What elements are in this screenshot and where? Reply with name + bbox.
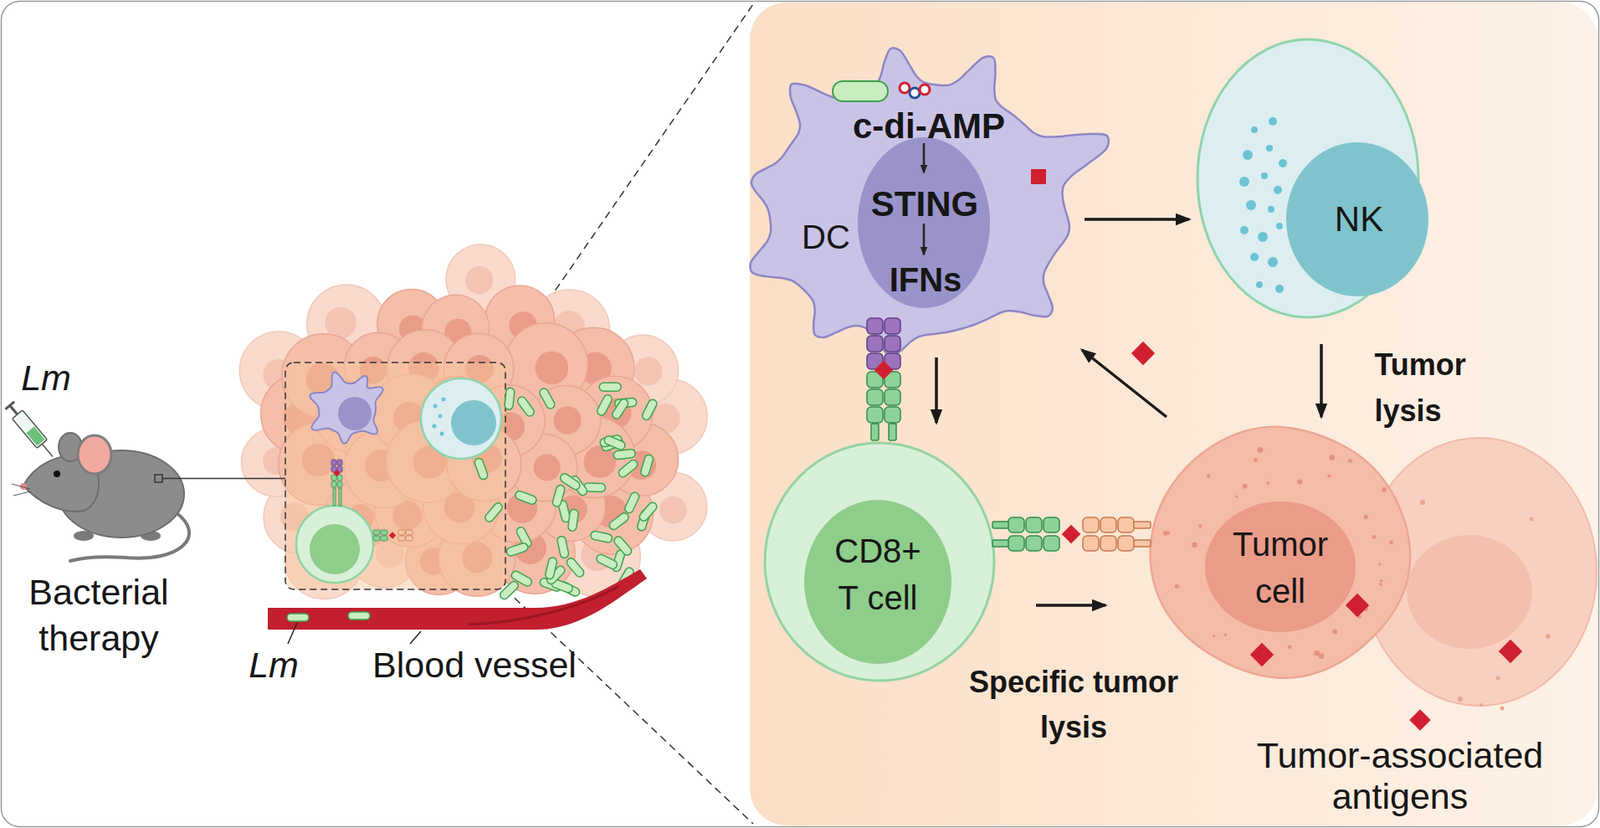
bacterium xyxy=(640,453,655,477)
figure-label: Blood vessel xyxy=(372,644,577,686)
mini-dc-body xyxy=(309,372,383,444)
mouse xyxy=(11,432,286,561)
bacterium xyxy=(538,386,556,411)
cell-label: Tumor cell xyxy=(1221,520,1339,615)
figure-label: Tumor-associated antigens xyxy=(1232,734,1568,817)
mini-dc-nucleus xyxy=(338,396,372,431)
bacteria xyxy=(473,382,659,600)
zoom-panel xyxy=(749,2,1598,826)
nk-cell-outline xyxy=(1197,39,1429,318)
text-anchor: CD8+ T cell xyxy=(825,527,931,621)
cell-label: STING xyxy=(871,184,979,225)
figure-label: Lm xyxy=(248,644,299,686)
bacterium xyxy=(603,434,627,451)
text-anchor: Tumor cell xyxy=(1221,520,1339,615)
text-anchor: c-di-AMP xyxy=(852,106,1006,147)
text-anchor: Lm xyxy=(20,357,72,399)
leader-line xyxy=(410,630,421,644)
bacterium xyxy=(613,448,636,460)
text-anchor: Bacterial therapy xyxy=(15,569,183,662)
leader-line xyxy=(287,622,298,644)
connector-arrow xyxy=(1035,603,1106,607)
antigen-square xyxy=(1030,169,1047,185)
figure-label: Tumor lysis xyxy=(1374,341,1480,434)
bacterium xyxy=(832,81,888,102)
figure-label: Bacterial therapy xyxy=(15,569,183,662)
text-anchor: IFNs xyxy=(889,260,963,299)
t-cell-outline xyxy=(764,442,995,681)
mhc-tcr-complex xyxy=(866,317,901,441)
connector-arrow xyxy=(1082,349,1167,417)
bacterium xyxy=(513,489,538,506)
text-anchor: Blood vessel xyxy=(372,644,577,686)
connector-arrow xyxy=(934,357,939,423)
cell-label: CD8+ T cell xyxy=(825,527,931,621)
bacterium xyxy=(556,535,570,559)
nk-cell: NK xyxy=(1195,37,1421,319)
bacterium xyxy=(595,393,614,417)
text-anchor: DC xyxy=(801,217,851,257)
bacterium xyxy=(544,556,559,580)
connector-arrow xyxy=(1084,217,1190,221)
syringe xyxy=(5,400,59,462)
pathway-arrow xyxy=(923,223,926,255)
bacterium xyxy=(483,501,504,524)
cell-label: DC xyxy=(801,217,851,257)
tumor-cell-outline xyxy=(1150,426,1411,678)
bacterium xyxy=(610,397,631,421)
bacterium xyxy=(498,579,521,600)
bacterium xyxy=(594,553,619,570)
tcr-mhc-complex xyxy=(992,517,1151,551)
mini-synapse xyxy=(331,459,413,541)
dendritic-cell-outline xyxy=(750,47,1109,354)
t-cell: CD8+ T cell xyxy=(763,441,996,683)
bacterium xyxy=(589,530,614,544)
zoom-box xyxy=(285,362,506,590)
text-anchor: NK xyxy=(1334,199,1384,240)
tumor-cell: Tumor cell xyxy=(1147,425,1419,677)
mini-t-cell xyxy=(296,505,374,583)
bacterium xyxy=(599,382,621,391)
bacterium xyxy=(505,541,529,557)
nucleus-outline xyxy=(857,137,990,308)
bacterium xyxy=(616,458,639,479)
text-anchor: Tumor lysis xyxy=(1374,341,1480,434)
cell-label: c-di-AMP xyxy=(852,106,1006,147)
text-anchor: STING xyxy=(871,184,979,225)
text-anchor: Lm xyxy=(248,644,299,686)
bacterium xyxy=(641,397,659,421)
bacterium xyxy=(623,491,641,515)
bacterium xyxy=(551,483,566,508)
text-anchor: Tumor-associated antigens xyxy=(1232,734,1568,817)
connector-arrow xyxy=(1319,343,1324,417)
bacterium xyxy=(564,556,585,579)
tumor-cluster xyxy=(239,244,708,600)
cell-label: NK xyxy=(1334,199,1384,240)
mini-dendritic-cell xyxy=(309,372,383,444)
bacterium xyxy=(612,534,634,557)
bacterium xyxy=(516,394,536,418)
bacterium xyxy=(567,508,579,532)
cell-label: IFNs xyxy=(889,260,963,299)
mini-nk-cell xyxy=(420,378,502,459)
pathway-arrow xyxy=(923,143,926,173)
blood-vessel xyxy=(267,569,647,630)
bacterium xyxy=(607,511,631,532)
antigen-diamonds xyxy=(1131,341,1523,731)
nk-cell-shape xyxy=(1195,37,1421,319)
cdiamp-molecule xyxy=(899,82,930,98)
figure-label: Lm xyxy=(20,357,72,399)
bacterium xyxy=(473,456,489,481)
figure-label: Specific tumor lysis xyxy=(952,659,1195,750)
bacterium xyxy=(504,387,516,411)
bacterium xyxy=(637,500,659,523)
text-anchor: Specific tumor lysis xyxy=(952,659,1195,750)
